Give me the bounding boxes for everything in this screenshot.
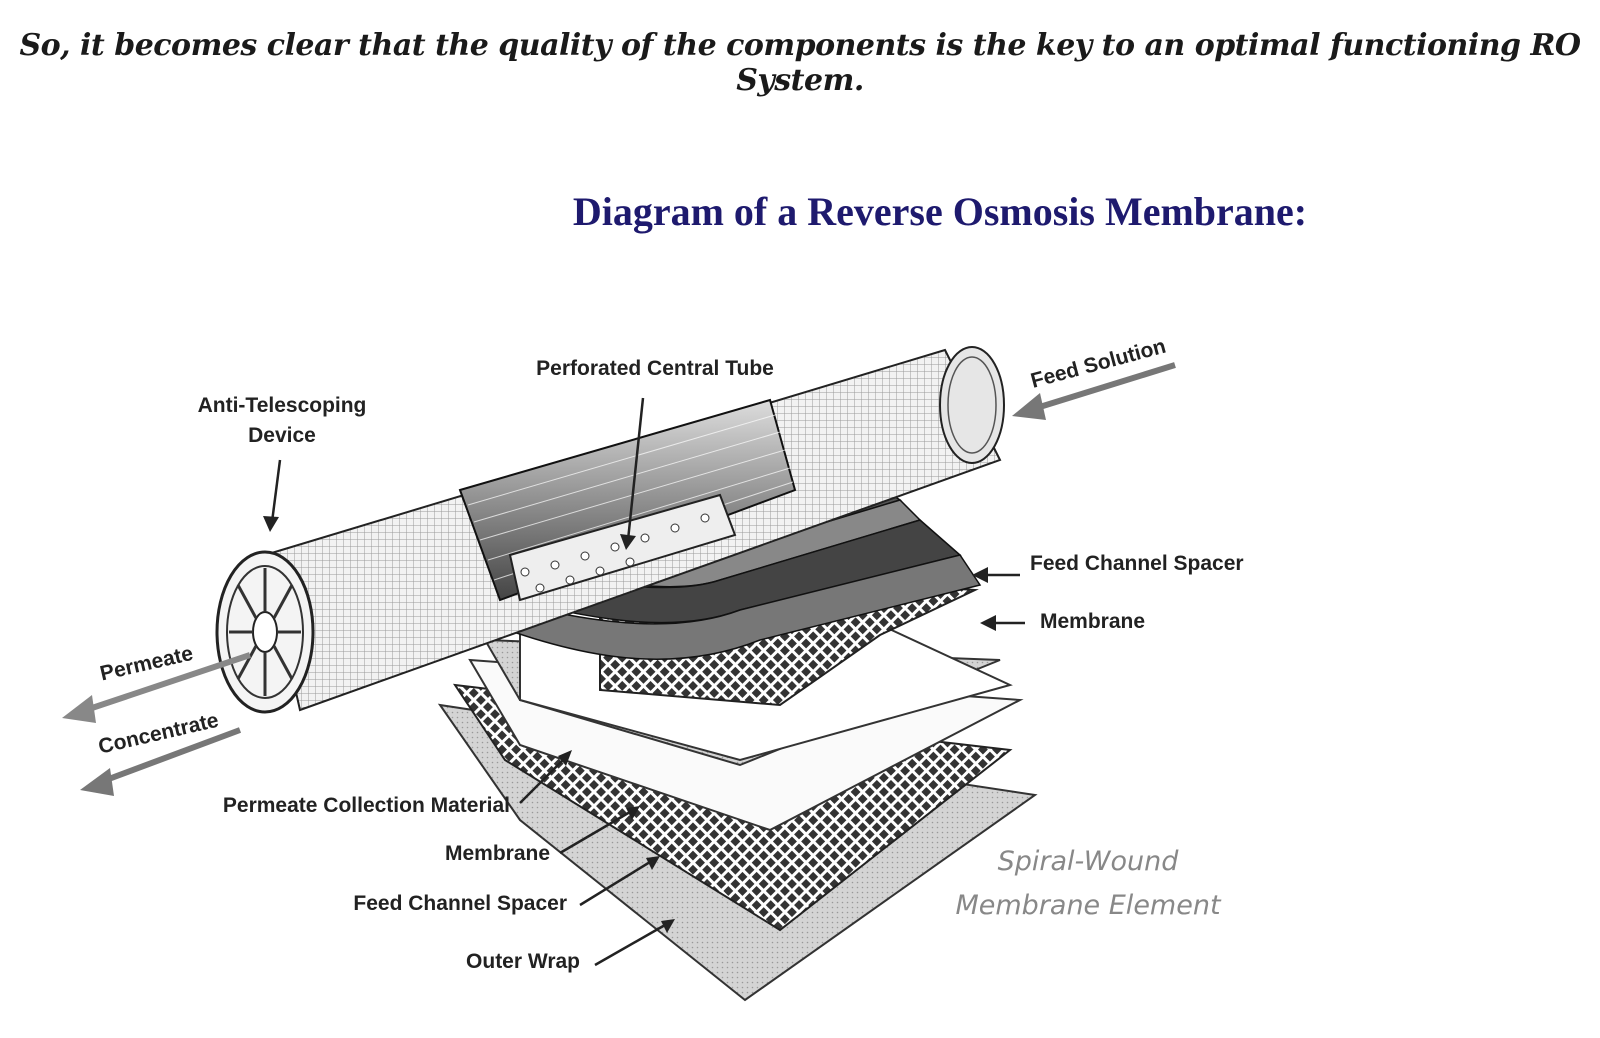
permeate-arrow [62, 652, 251, 723]
leader-lines [270, 397, 1025, 967]
anti-telescoping-device [215, 550, 315, 714]
leader-arrowheads [263, 516, 996, 933]
label-membrane-right: Membrane [1040, 610, 1145, 633]
label-anti-telescoping-1: Anti-Telescoping [198, 394, 367, 417]
concentrate-arrow [80, 727, 242, 796]
label-outer-wrap: Outer Wrap [466, 950, 580, 973]
headline-text: So, it becomes clear that the quality of… [19, 28, 1581, 98]
caption-line-1: Spiral-Wound [998, 846, 1180, 877]
label-feed-channel-spacer-right: Feed Channel Spacer [1030, 552, 1244, 575]
perforated-central-tube [508, 493, 737, 602]
label-perforated-central-tube: Perforated Central Tube [536, 357, 774, 380]
label-permeate-collection-material: Permeate Collection Material [223, 794, 510, 817]
label-membrane-left: Membrane [445, 842, 550, 865]
caption-line-2: Membrane Element [955, 890, 1221, 921]
diagram-title: Diagram of a Reverse Osmosis Membrane: [572, 189, 1308, 234]
label-concentrate: Concentrate [96, 709, 221, 759]
label-anti-telescoping-2: Device [248, 424, 316, 447]
label-feed-solution: Feed Solution [1028, 335, 1168, 393]
feed-solution-arrow [1012, 362, 1176, 420]
label-feed-channel-spacer-left: Feed Channel Spacer [353, 892, 567, 915]
membrane-cylinder [263, 346, 1005, 712]
